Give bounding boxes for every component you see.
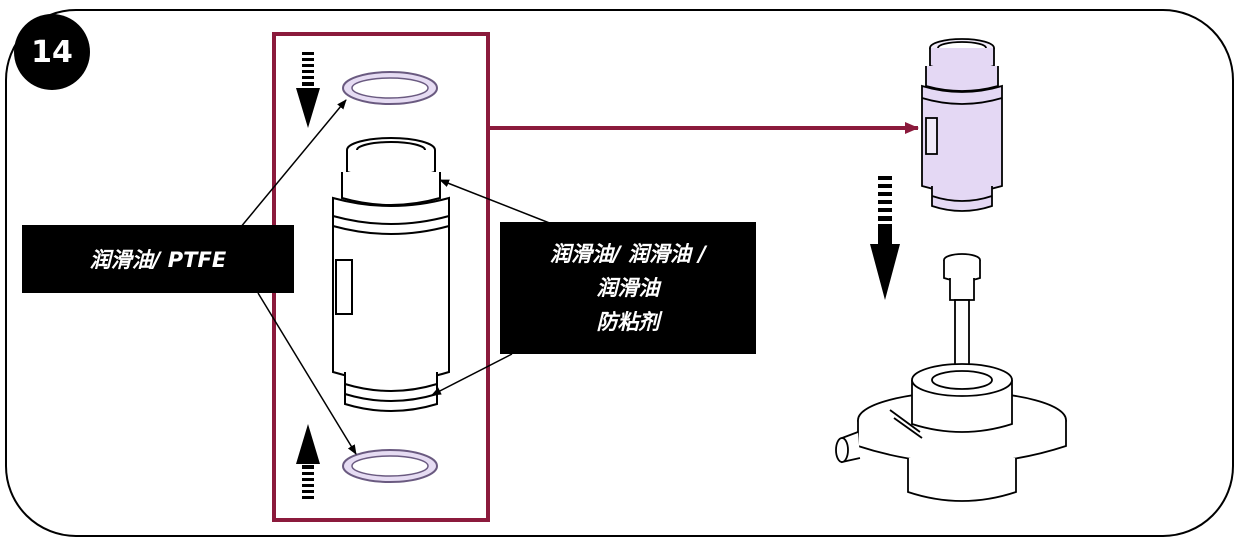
lubricant-label-left: 润滑油/ PTFE xyxy=(22,225,294,293)
step-frame xyxy=(5,9,1234,537)
o-ring-top xyxy=(342,71,438,105)
step-number-badge: 14 xyxy=(14,14,90,90)
leader-line-right-top xyxy=(439,179,553,225)
o-ring-bottom xyxy=(342,449,438,483)
insert-up-arrow-icon xyxy=(296,424,320,499)
leader-line-right-bottom xyxy=(431,353,513,396)
lubricant-label-right: 润滑油/ 润滑油 / 润滑油 防粘剂 xyxy=(500,222,756,354)
label-right-line3: 防粘剂 xyxy=(596,310,660,334)
insert-down-arrow-icon xyxy=(296,52,320,128)
label-right-line2: 润滑油 xyxy=(596,276,660,300)
leader-line-left-top xyxy=(239,99,347,229)
label-right-line1: 润滑油/ 润滑油 / xyxy=(550,242,706,266)
valve-body xyxy=(835,253,1067,502)
valve-cartridge-highlighted xyxy=(921,38,1003,212)
leader-line-left-bottom xyxy=(257,292,357,455)
valve-cartridge xyxy=(332,137,450,412)
install-down-arrow-icon xyxy=(870,176,900,300)
label-left-text: 润滑油/ PTFE xyxy=(89,248,227,272)
